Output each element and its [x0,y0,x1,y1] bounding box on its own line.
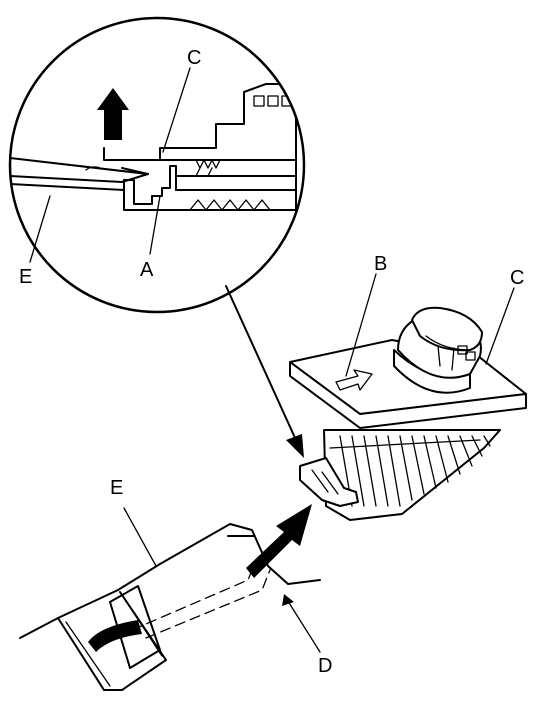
detail-tool-blade [10,175,123,183]
clip-assembly: B C [289,253,527,521]
magnifier-pointer [225,285,304,458]
detail-leader-e [29,195,51,263]
leader-d-arrow-icon [282,594,294,606]
callout-d: D [318,655,332,677]
leader-e [123,507,157,567]
detail-tool-tip [121,167,149,183]
detail-view: C E A [8,16,306,314]
detail-callout-e: E [19,266,32,288]
detail-leader-a [149,195,161,255]
clip-teeth-edge [329,439,481,449]
clip-teeth-body [323,429,501,521]
callout-b: B [374,253,387,275]
panel-fold-inner [65,591,163,687]
clip-teeth [339,435,491,507]
detail-latch-hook [151,165,177,197]
plate-arrow-icon [335,369,373,391]
trim-panel: E D [19,477,332,691]
panel-window [109,585,161,669]
detail-callout-a: A [140,259,154,281]
detail-tool-blade [10,157,149,175]
clip-knob-detail [425,335,471,371]
clip-knob-window [457,345,468,355]
leader-b [345,273,377,377]
hidden-clip-path [145,569,271,639]
detail-up-arrow-icon [97,88,129,140]
hidden-clip-path [131,559,257,631]
detail-circle [8,16,306,314]
detail-window [267,95,279,107]
panel-outline [19,523,321,639]
panel-hook [88,620,142,652]
removal-arrow-icon [246,504,312,578]
clip-plate-front [289,361,527,429]
leader-d [285,597,321,653]
panel-fold [57,591,167,691]
detail-leader-c [162,67,191,153]
detail-callout-c: C [187,47,201,69]
callout-c: C [510,267,524,289]
detail-housing-outline [103,83,297,161]
detail-teeth-upper [195,159,221,177]
callout-e: E [110,477,123,499]
detail-tool-edge [10,183,125,191]
detail-teeth-lower [189,199,271,211]
detail-tool-tip [85,166,101,171]
leader-c [485,287,515,365]
clip-knob-window [465,351,476,361]
detail-window [253,95,265,107]
clip-knob-top [411,306,483,352]
pointer-arrowhead-icon [286,434,304,458]
clip-latch-slot [311,469,339,495]
